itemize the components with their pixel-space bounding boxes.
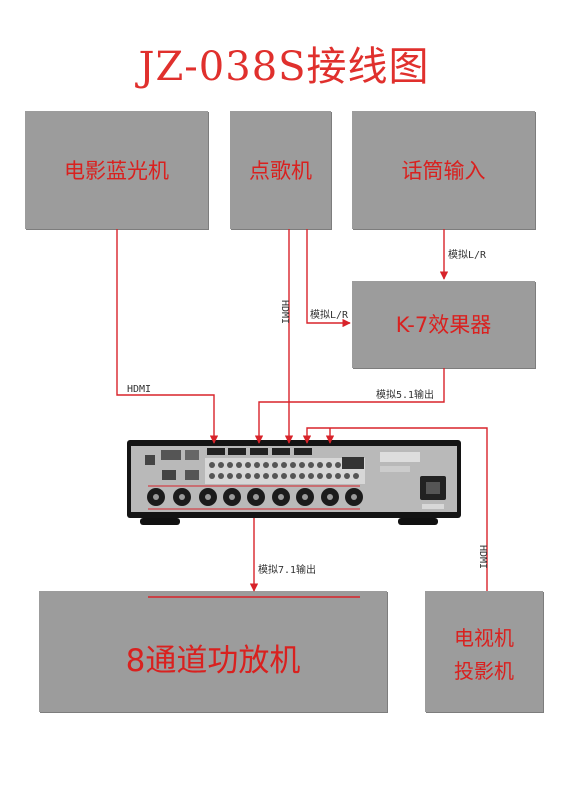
bluray-player-label: 电影蓝光机 (64, 159, 169, 183)
wire-tv-hdmi (302, 427, 488, 591)
label-analog-lr-mic: 模拟L/R (448, 248, 487, 261)
processor-unit (127, 440, 461, 525)
tv-label: 电视机 (454, 626, 514, 650)
karaoke-player-box: 点歌机 (230, 111, 331, 229)
label-hdmi-bluray: HDMI (127, 384, 151, 395)
effects-processor-box: K-7效果器 (352, 281, 535, 368)
effects-processor-label: K-7效果器 (395, 313, 492, 337)
label-hdmi-karaoke: HDMI (279, 300, 290, 324)
label-analog-lr-karaoke: 模拟L/R (310, 308, 349, 321)
bluray-player-box: 电影蓝光机 (25, 111, 208, 229)
wire-effects-51 (254, 368, 445, 444)
amplifier-label: 8通道功放机 (125, 643, 301, 679)
amplifier-box: 8通道功放机 (39, 591, 387, 712)
wire-bluray-hdmi (116, 229, 219, 444)
tv-projector-box: 电视机 投影机 (425, 591, 543, 712)
label-analog-51: 模拟5.1输出 (376, 388, 434, 401)
page-title: JZ-038S接线图 (138, 44, 430, 90)
karaoke-player-label: 点歌机 (249, 159, 312, 183)
mic-input-label: 话筒输入 (401, 159, 486, 183)
wire-karaoke-analog (306, 229, 351, 328)
mic-input-box: 话筒输入 (352, 111, 535, 229)
label-analog-71: 模拟7.1输出 (258, 563, 316, 576)
projector-label: 投影机 (454, 659, 514, 683)
label-hdmi-tv: HDMI (477, 545, 488, 569)
